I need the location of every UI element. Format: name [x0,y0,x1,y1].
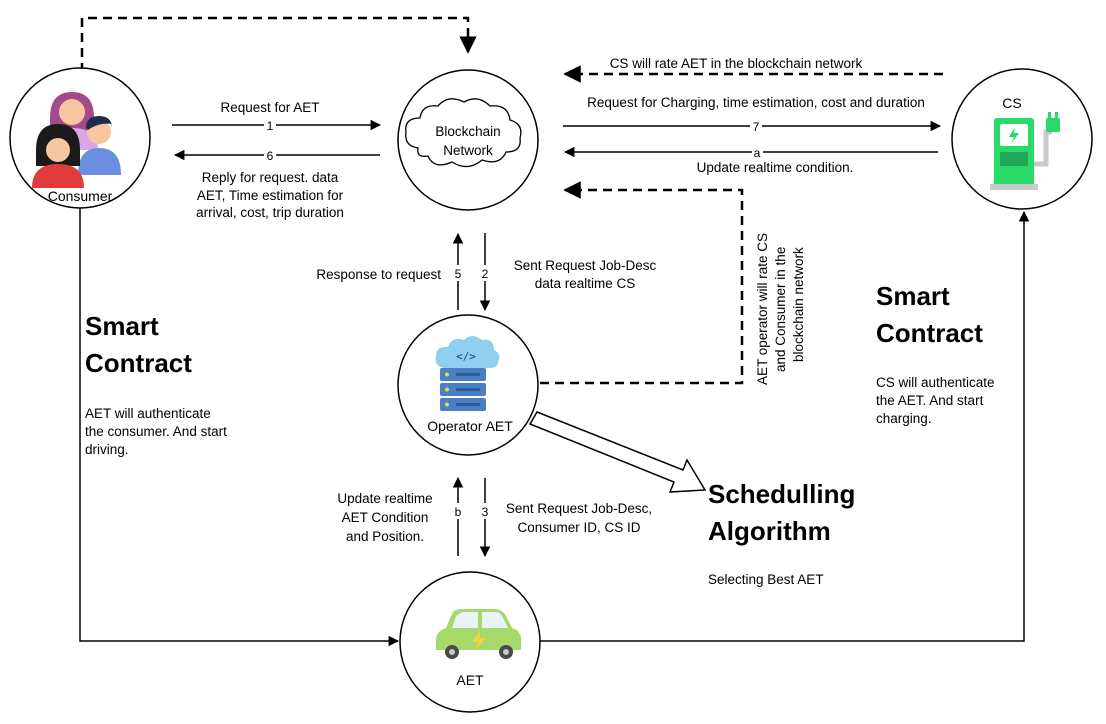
scheduling-desc: Selecting Best AET [708,572,824,587]
operator-aet-node[interactable]: </> Operator AET [397,314,539,456]
smart-contract-left-desc-line1: AET will authenticate [85,406,211,421]
label-reply-line3: arrival, cost, trip duration [196,205,344,220]
svg-text:</>: </> [456,350,476,363]
label-step-5: 5 [455,267,462,281]
label-sent-request-line1: Sent Request Job-Desc [514,258,657,273]
consumer-to-aet-line [79,205,400,647]
label-reply-line2: AET, Time estimation for [197,188,344,203]
operator-aet-label: Operator AET [427,418,513,434]
cs-node[interactable]: CS [951,68,1093,210]
blockchain-label-line2: Network [443,143,493,158]
electric-car-icon [436,609,521,659]
label-sent-request-2-line1: Sent Request Job-Desc, [506,501,652,516]
consumer-to-blockchain-dashed [80,16,477,72]
label-sent-request-2-line2: Consumer ID, CS ID [517,520,640,535]
consumer-label: Consumer [48,188,113,204]
label-step-3: 3 [482,505,489,519]
scheduling-algorithm: Schedulling Algorithm Selecting Best AET [708,479,855,587]
blockchain-label-line1: Blockchain [435,124,500,139]
label-update-realtime: Update realtime condition. [697,160,854,175]
smart-contract-left: Smart Contract AET will authenticate the… [85,311,227,457]
operator-to-blockchain-dashed [540,181,744,385]
label-update-aet-line3: and Position. [346,529,424,544]
smart-contract-left-desc-line3: driving. [85,442,129,457]
label-update-aet-line2: AET Condition [342,510,429,525]
label-operator-rate-line2: and Consumer in the [773,247,788,372]
operator-to-scheduling-arrow [528,411,707,493]
label-step-a: a [754,146,761,160]
aet-label: AET [456,672,484,688]
label-step-b: b [455,505,462,519]
label-request-charging: Request for Charging, time estimation, c… [587,95,925,110]
smart-contract-right-desc-line2: the AET. And start [876,393,984,408]
smart-contract-right-title-line2: Contract [876,318,983,348]
label-step-2: 2 [482,267,489,281]
label-reply-line1: Reply for request. data [202,170,339,185]
server-icon: </> [435,336,500,411]
label-step-7: 7 [753,120,760,134]
label-operator-rate-line1: AET operator will rate CS [755,233,770,385]
label-operator-rate-line3: blockchain network [791,247,806,362]
cs-label: CS [1002,95,1021,111]
label-sent-request-line2: data realtime CS [535,276,636,291]
label-cs-rate: CS will rate AET in the blockchain netwo… [610,56,863,71]
cloud-icon [405,98,522,168]
label-update-aet-line1: Update realtime [337,491,432,506]
scheduling-title-line1: Schedulling [708,479,855,509]
consumer-people-icon [32,92,121,188]
aet-node[interactable]: AET [399,571,541,713]
smart-contract-right-title-line1: Smart [876,281,950,311]
label-response: Response to request [316,267,441,282]
label-step-6: 6 [267,149,274,163]
label-step-1: 1 [267,119,274,133]
smart-contract-left-title-line1: Smart [85,311,159,341]
consumer-node[interactable]: Consumer [9,67,151,209]
aet-to-cs-line [540,210,1030,642]
scheduling-title-line2: Algorithm [708,516,831,546]
smart-contract-left-title-line2: Contract [85,348,192,378]
smart-contract-left-desc-line2: the consumer. And start [85,424,227,439]
smart-contract-right-desc-line1: CS will authenticate [876,375,995,390]
charging-station-icon [990,112,1060,190]
blockchain-node[interactable]: Blockchain Network [397,69,539,211]
label-request-aet: Request for AET [220,100,319,115]
smart-contract-right: Smart Contract CS will authenticate the … [876,281,995,426]
smart-contract-right-desc-line3: charging. [876,411,932,426]
